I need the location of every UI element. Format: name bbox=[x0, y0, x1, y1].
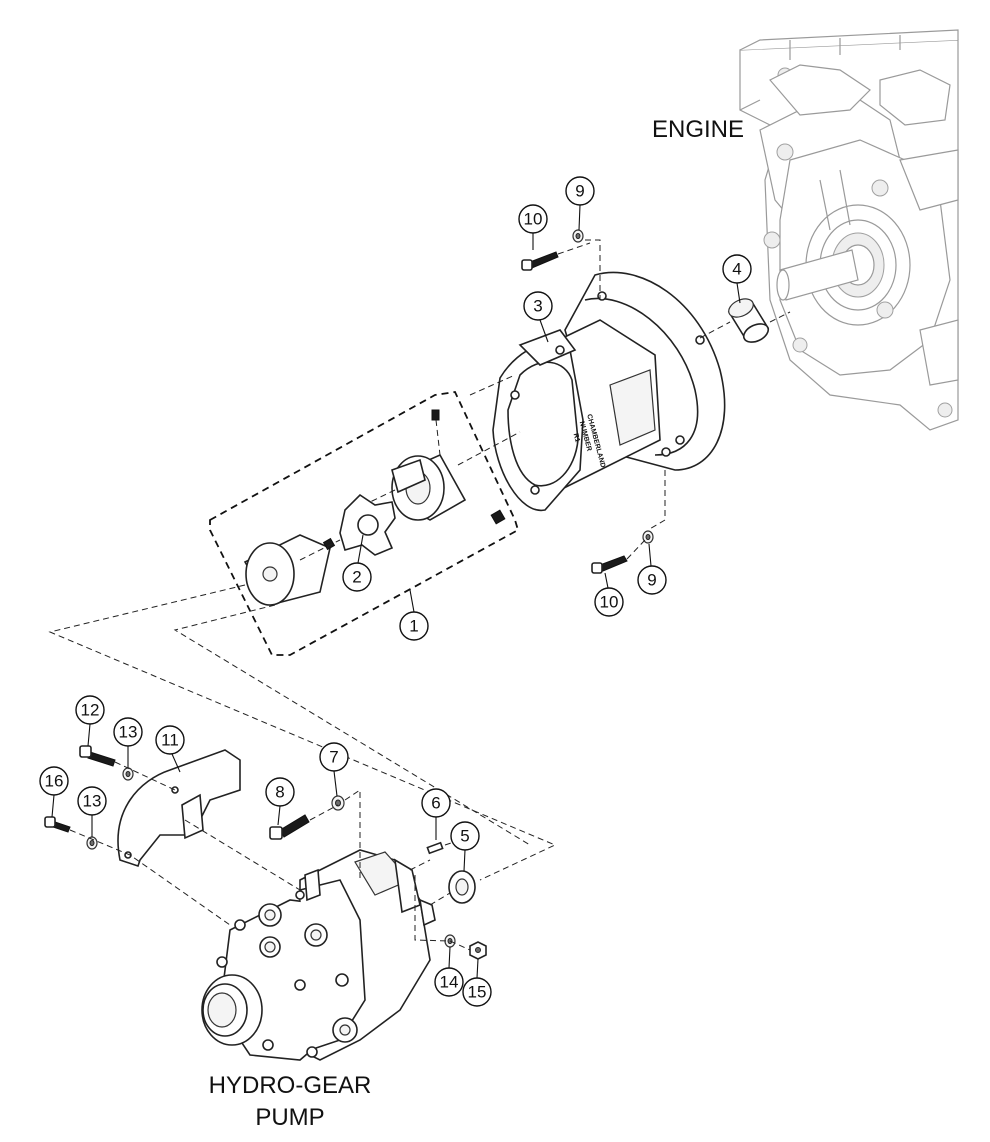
svg-text:10: 10 bbox=[524, 210, 543, 229]
svg-text:15: 15 bbox=[468, 983, 487, 1002]
part-1-coupling-hub-large bbox=[391, 409, 506, 525]
svg-text:2: 2 bbox=[352, 568, 361, 587]
callout-10-bottom: 10 bbox=[594, 587, 624, 617]
callout-12: 12 bbox=[75, 695, 105, 725]
part-13-washer-upper bbox=[122, 767, 134, 781]
callout-16: 16 bbox=[39, 766, 69, 796]
part-6-key bbox=[426, 841, 444, 855]
callout-leaders bbox=[51, 204, 741, 979]
svg-text:13: 13 bbox=[83, 792, 102, 811]
callout-2: 2 bbox=[342, 562, 372, 592]
part-2-spider-insert bbox=[339, 493, 396, 556]
svg-text:9: 9 bbox=[647, 571, 656, 590]
svg-text:6: 6 bbox=[431, 794, 440, 813]
callout-9-top: 9 bbox=[565, 176, 595, 206]
svg-text:9: 9 bbox=[575, 182, 584, 201]
callout-9-bottom: 9 bbox=[637, 565, 667, 595]
callout-1: 1 bbox=[399, 611, 429, 641]
part-12-bolt bbox=[79, 745, 116, 767]
part-10-bolt-bottom bbox=[591, 555, 628, 574]
part-8-cap-screw bbox=[269, 814, 310, 840]
svg-text:11: 11 bbox=[161, 731, 179, 750]
alignment-lines bbox=[48, 239, 791, 951]
svg-text:12: 12 bbox=[81, 701, 100, 720]
callout-3: 3 bbox=[523, 291, 553, 321]
part-7-washer bbox=[331, 795, 345, 811]
callout-14: 14 bbox=[434, 967, 464, 997]
part-5-thrust-washer bbox=[448, 870, 476, 904]
callout-15: 15 bbox=[462, 977, 492, 1007]
svg-text:10: 10 bbox=[600, 593, 619, 612]
svg-text:4: 4 bbox=[732, 260, 741, 279]
svg-text:R1: R1 bbox=[572, 433, 581, 444]
engine-drawing bbox=[739, 29, 959, 431]
part-9-washer-top bbox=[572, 229, 584, 243]
svg-text:5: 5 bbox=[460, 827, 469, 846]
callout-13-upper: 13 bbox=[113, 717, 143, 747]
part-1-kit-boundary bbox=[209, 391, 520, 656]
callout-10-top: 10 bbox=[518, 204, 548, 234]
svg-text:13: 13 bbox=[119, 723, 138, 742]
engine-label: ENGINE bbox=[652, 116, 744, 143]
part-10-bolt-top bbox=[521, 251, 559, 271]
callout-4: 4 bbox=[722, 254, 752, 284]
part-16-screw bbox=[44, 816, 71, 833]
part-13-washer-lower bbox=[86, 836, 98, 850]
part-9-washer-bottom bbox=[642, 530, 654, 544]
callout-13-lower: 13 bbox=[77, 786, 107, 816]
part-15-nut bbox=[469, 941, 487, 960]
callout-8: 8 bbox=[265, 777, 295, 807]
callout-6: 6 bbox=[421, 788, 451, 818]
svg-text:3: 3 bbox=[533, 297, 542, 316]
callout-7: 7 bbox=[319, 742, 349, 772]
callout-5: 5 bbox=[450, 821, 480, 851]
svg-text:16: 16 bbox=[45, 772, 64, 791]
pump-label-line2: PUMP bbox=[255, 1104, 324, 1131]
part-1-coupling-hub-small bbox=[243, 534, 336, 606]
callout-11: 11 bbox=[155, 725, 185, 755]
pump-label-line1: HYDRO-GEAR bbox=[209, 1072, 372, 1099]
part-4-spacer bbox=[727, 298, 770, 343]
svg-text:1: 1 bbox=[409, 617, 418, 636]
svg-text:7: 7 bbox=[329, 748, 338, 767]
hydro-gear-pump-drawing bbox=[201, 849, 436, 1061]
svg-text:8: 8 bbox=[275, 783, 284, 802]
part-11-pump-bracket bbox=[117, 749, 241, 868]
part-3-adapter-housing: CHAMBERLAND NUMBER R1 bbox=[492, 271, 726, 511]
svg-text:14: 14 bbox=[440, 973, 459, 992]
